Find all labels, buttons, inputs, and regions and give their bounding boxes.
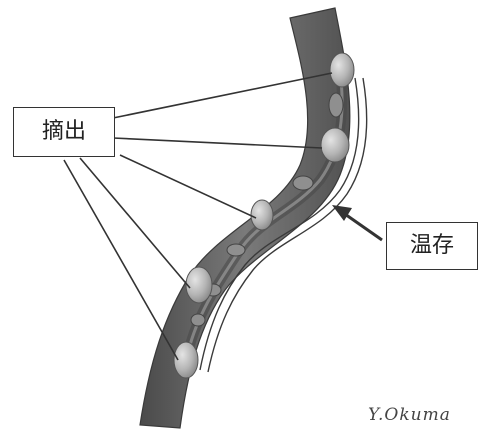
leader-line	[113, 73, 332, 118]
preservation-arrow-shaft	[342, 212, 382, 240]
small-node	[329, 93, 343, 117]
label-excision: 摘出	[13, 107, 115, 157]
lymph-node	[251, 200, 273, 230]
label-preservation: 温存	[386, 222, 478, 270]
leader-line	[120, 155, 256, 218]
leader-line	[113, 138, 322, 148]
small-node	[227, 244, 245, 256]
lymph-node	[321, 128, 349, 162]
leader-line	[80, 158, 190, 288]
small-node	[191, 314, 205, 326]
signature: Y.Okuma	[368, 405, 451, 425]
small-node	[293, 176, 313, 190]
vessel-trunk	[140, 8, 350, 428]
lymph-node	[330, 53, 354, 87]
leader-line	[64, 160, 178, 360]
lymph-node	[186, 267, 212, 303]
